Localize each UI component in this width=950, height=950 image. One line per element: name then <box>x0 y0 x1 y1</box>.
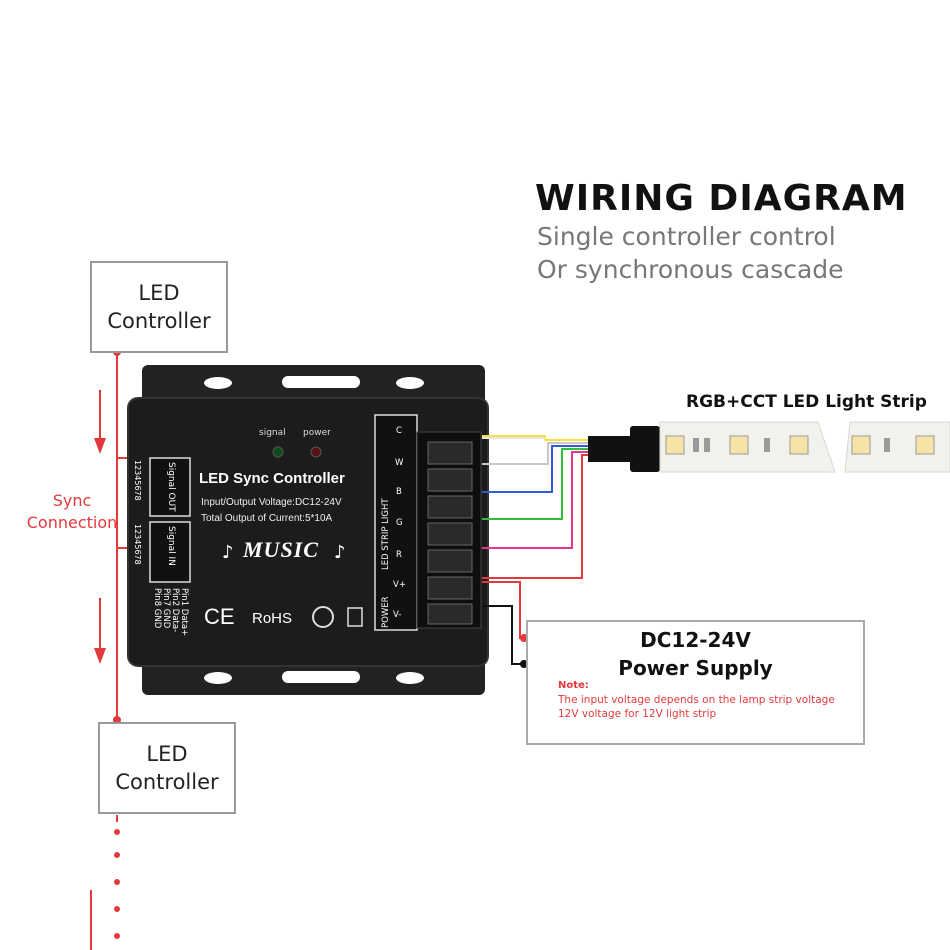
led-controller-bottom-line2: Controller <box>115 770 219 794</box>
music-logo: MUSIC <box>243 537 319 562</box>
psu-note-heading: Note: <box>558 680 589 691</box>
pinout-legend: Pin1 Data+ Pin2 Data- Pin7 GND Pin8 GND <box>152 588 189 637</box>
strip-wires <box>482 435 592 579</box>
terminal-v-minus: V- <box>393 610 402 620</box>
psu-title-line1: DC12-24V <box>640 628 751 652</box>
psu-note-line1: The input voltage depends on the lamp st… <box>558 694 835 706</box>
pin-numbers-out: 12345678 <box>133 460 142 501</box>
device-spec-current: Total Output of Current:5*10A <box>201 513 333 524</box>
controller-device <box>127 365 489 695</box>
down-arrow-icon <box>94 598 106 664</box>
terminal-c: C <box>396 426 402 436</box>
sync-label-line1: Sync <box>52 491 92 510</box>
device-spec-voltage: Input/Output Voltage:DC12-24V <box>201 497 342 508</box>
diagram-title: WIRING DIAGRAM <box>535 178 908 219</box>
subtitle-line-2: Or synchronous cascade <box>537 255 844 284</box>
terminal-r: R <box>396 550 402 560</box>
pinout-line: Pin7 GND <box>161 588 171 629</box>
port-out <box>149 457 191 517</box>
psu-title-line2: Power Supply <box>618 656 773 680</box>
port-in <box>149 521 191 583</box>
continuation-dots <box>114 829 120 939</box>
sync-connection-label: Sync Connection <box>22 490 122 534</box>
led-controller-bottom: LED Controller <box>98 722 236 814</box>
rohs-mark: RoHS <box>252 610 293 627</box>
power-supply-box: DC12-24V Power Supply Note: The input vo… <box>526 620 865 745</box>
device-name: LED Sync Controller <box>199 470 345 487</box>
led-controller-bottom-line1: LED <box>146 742 188 766</box>
music-note-icon: ♪ <box>334 542 346 563</box>
pinout-line: Pin8 GND <box>152 588 162 629</box>
terminal-b: B <box>396 487 402 497</box>
ce-mark: CE <box>204 604 235 629</box>
pin-numbers-in: 12345678 <box>133 524 142 565</box>
power-led-label: power <box>303 428 331 438</box>
power-led <box>310 446 322 458</box>
led-strip <box>588 421 950 473</box>
terminal-v-plus: V+ <box>393 580 406 590</box>
signal-led <box>272 446 284 458</box>
wire-v-minus <box>482 605 526 665</box>
down-arrow-icon <box>94 390 106 454</box>
pinout-line: Pin2 Data- <box>170 588 180 633</box>
led-controller-top-line1: LED <box>138 281 180 305</box>
terminal-w: W <box>395 458 404 468</box>
terminal-group-led: LED STRIP LIGHT <box>381 498 391 570</box>
music-note-icon: ♪ <box>222 542 234 563</box>
port-out-label: Signal OUT <box>166 462 176 512</box>
pinout-line: Pin1 Data+ <box>179 588 189 637</box>
terminal-group-power: POWER <box>381 596 391 629</box>
sync-label-line2: Connection <box>26 513 118 532</box>
psu-note-line2: 12V voltage for 12V light strip <box>558 708 717 720</box>
port-in-label: Signal IN <box>166 526 176 566</box>
strip-label: RGB+CCT LED Light Strip <box>686 392 927 412</box>
led-controller-top-line2: Controller <box>107 309 211 333</box>
terminal-g: G <box>396 518 403 528</box>
led-controller-top: LED Controller <box>90 261 228 353</box>
recycle-icon <box>312 606 334 628</box>
weee-bin-icon <box>347 607 363 627</box>
subtitle-line-1: Single controller control <box>537 222 836 251</box>
signal-led-label: signal <box>259 428 286 438</box>
